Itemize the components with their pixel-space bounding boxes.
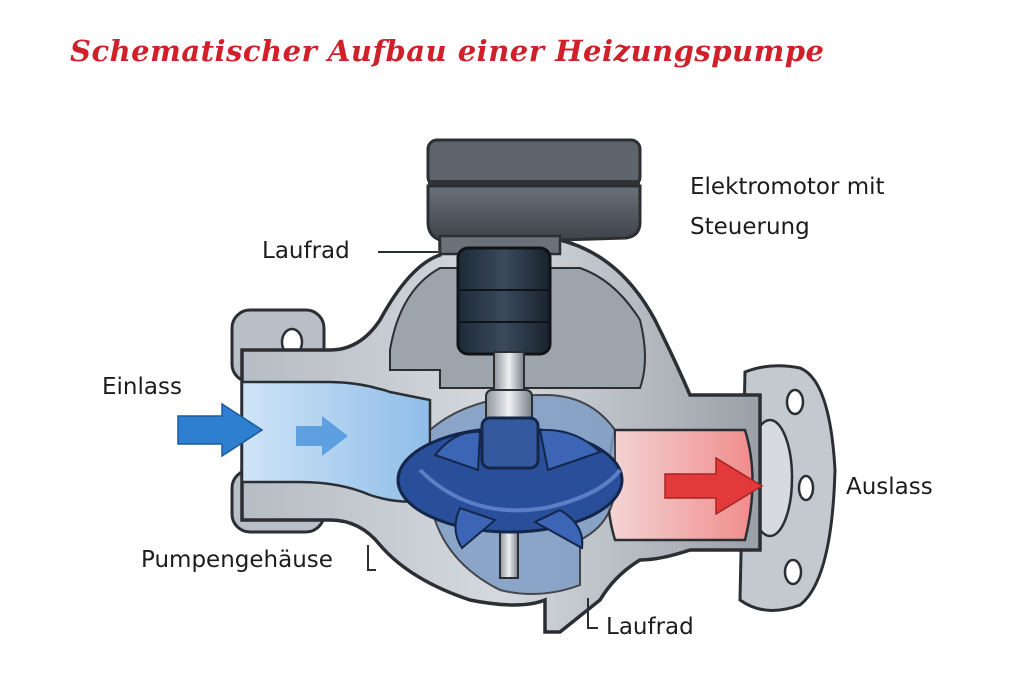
label-pumpengehaeuse: Pumpengehäuse xyxy=(141,547,333,573)
inflow-arrow-icon xyxy=(177,402,348,458)
label-laufrad-bottom: Laufrad xyxy=(606,614,694,640)
label-motor-line2: Steuerung xyxy=(690,214,810,240)
label-motor-line1: Elektromotor mit xyxy=(690,174,885,200)
label-auslass: Auslass xyxy=(846,474,933,500)
outlet-flange xyxy=(738,364,837,612)
impeller xyxy=(396,416,624,550)
rotor xyxy=(456,246,552,356)
outflow-arrow-icon xyxy=(664,456,764,516)
label-laufrad-top: Laufrad xyxy=(262,238,350,264)
label-einlass: Einlass xyxy=(102,374,182,400)
diagram-title: Schematischer Aufbau einer Heizungspumpe xyxy=(70,34,825,68)
motor-housing xyxy=(426,138,642,256)
leader-lines xyxy=(367,251,598,629)
